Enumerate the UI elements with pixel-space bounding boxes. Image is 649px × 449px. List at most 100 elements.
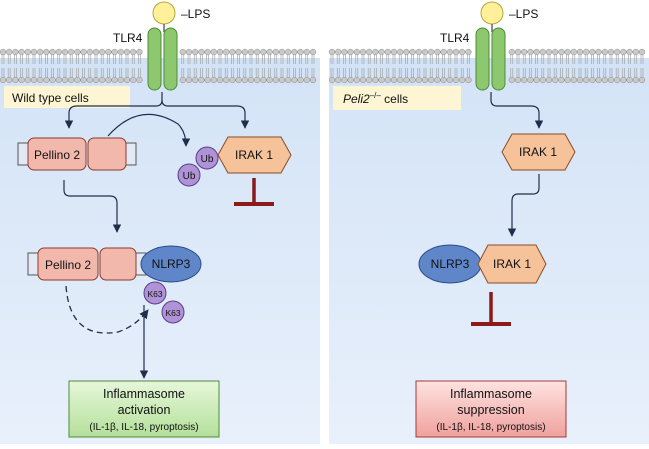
lipid-head: [328, 76, 336, 84]
lipid-head: [309, 76, 317, 84]
lipid-head: [235, 48, 242, 56]
lipid-head: [210, 48, 217, 56]
lipid-head: [564, 76, 571, 84]
lipid-head: [92, 76, 100, 84]
lipid-head: [353, 48, 360, 56]
lipid-head: [372, 48, 379, 56]
nlrp3-label-left: NLRP3: [152, 257, 191, 271]
lipid-head: [452, 48, 460, 56]
lipid-head: [74, 76, 81, 84]
lipid-head: [185, 48, 193, 56]
lipid-head: [335, 48, 342, 56]
lipid-head: [626, 48, 633, 56]
lipid-head: [216, 76, 224, 84]
lipid-head: [545, 48, 553, 56]
lipid-head: [421, 76, 429, 84]
tlr4-label-left: TLR4: [113, 31, 143, 45]
tlr4-receptor-right-a: [475, 27, 490, 91]
k63-label-2: K63: [165, 308, 180, 318]
lipid-head: [409, 48, 416, 56]
irak1-hexagon-right-top: [501, 133, 576, 171]
lipid-head: [341, 76, 348, 84]
cell-label-right-rest: cells: [381, 92, 408, 106]
lipid-head: [6, 48, 13, 56]
lipid-head: [105, 76, 112, 84]
lipid-head: [576, 76, 584, 84]
lipid-head: [204, 48, 211, 56]
lipid-head: [372, 76, 379, 84]
lipid-head: [68, 76, 75, 84]
lipid-head: [601, 48, 608, 56]
lipid-head: [55, 76, 62, 84]
lipid-head: [309, 48, 317, 56]
lipid-head: [359, 48, 367, 56]
lipid-head: [638, 48, 646, 56]
lipid-head: [117, 76, 124, 84]
lipid-head: [527, 76, 534, 84]
lipid-head: [521, 76, 528, 84]
lipid-head: [30, 76, 38, 84]
lipid-head: [111, 48, 118, 56]
lipid-head: [86, 76, 93, 84]
activation-box-line3: (IL-1β, IL-18, pyroptosis): [89, 422, 198, 433]
lipid-head: [514, 48, 522, 56]
lipid-head: [272, 48, 279, 56]
lipid-head: [347, 76, 354, 84]
lipid-head: [620, 48, 627, 56]
lipid-head: [415, 48, 422, 56]
lipid-head: [179, 76, 186, 84]
lipid-head: [607, 48, 615, 56]
lipid-head: [421, 48, 429, 56]
lipid-head: [434, 76, 441, 84]
lipid-head: [111, 76, 118, 84]
lipid-head: [514, 76, 522, 84]
lipid-head: [409, 76, 416, 84]
lipid-head: [347, 48, 354, 56]
tlr4-receptor-left-a: [147, 27, 162, 91]
lipid-head: [37, 48, 44, 56]
lipid-head: [247, 48, 255, 56]
lipid-head: [335, 76, 342, 84]
lipid-head: [508, 76, 515, 84]
lipid-head: [428, 76, 435, 84]
lipid-head: [601, 76, 608, 84]
lipid-head: [223, 48, 230, 56]
lipid-head: [6, 76, 13, 84]
irak1-label-left: IRAK 1: [235, 148, 273, 162]
irak1-label-right-top: IRAK 1: [519, 145, 557, 159]
lipid-head: [440, 48, 447, 56]
lipid-head: [266, 48, 273, 56]
lipid-head: [508, 48, 515, 56]
suppression-box: [415, 380, 567, 438]
k63-circle-2: [161, 300, 185, 324]
ub-circle-1: [195, 146, 219, 170]
ub-label-1: Ub: [201, 154, 214, 165]
lipid-head: [18, 48, 25, 56]
lipid-head: [626, 76, 633, 84]
lipid-head: [353, 76, 360, 84]
irak-to-complex-arrow: [507, 174, 540, 237]
lipid-head: [341, 48, 348, 56]
lipid-head: [192, 48, 199, 56]
lipid-head: [328, 48, 336, 56]
tlr4-receptor-left-b: [163, 27, 178, 91]
lipid-head: [607, 76, 615, 84]
lipid-head: [254, 48, 261, 56]
lipid-head: [260, 48, 267, 56]
cell-label-box-right: [333, 86, 461, 110]
lipid-head: [55, 48, 62, 56]
cell-label-right-sup: –/–: [370, 91, 382, 100]
lipid-head: [99, 76, 106, 84]
lipid-head: [247, 76, 255, 84]
lipid-head: [92, 48, 100, 56]
lipid-head: [49, 48, 56, 56]
nlrp3-label-right: NLRP3: [431, 257, 470, 271]
lipid-head: [459, 76, 466, 84]
lipid-head: [527, 48, 534, 56]
irak1-hexagon-right-bottom: [477, 244, 547, 284]
lipid-head: [136, 48, 143, 56]
lipid-head: [185, 76, 193, 84]
lipid-head: [303, 48, 310, 56]
lipid-head: [614, 76, 621, 84]
